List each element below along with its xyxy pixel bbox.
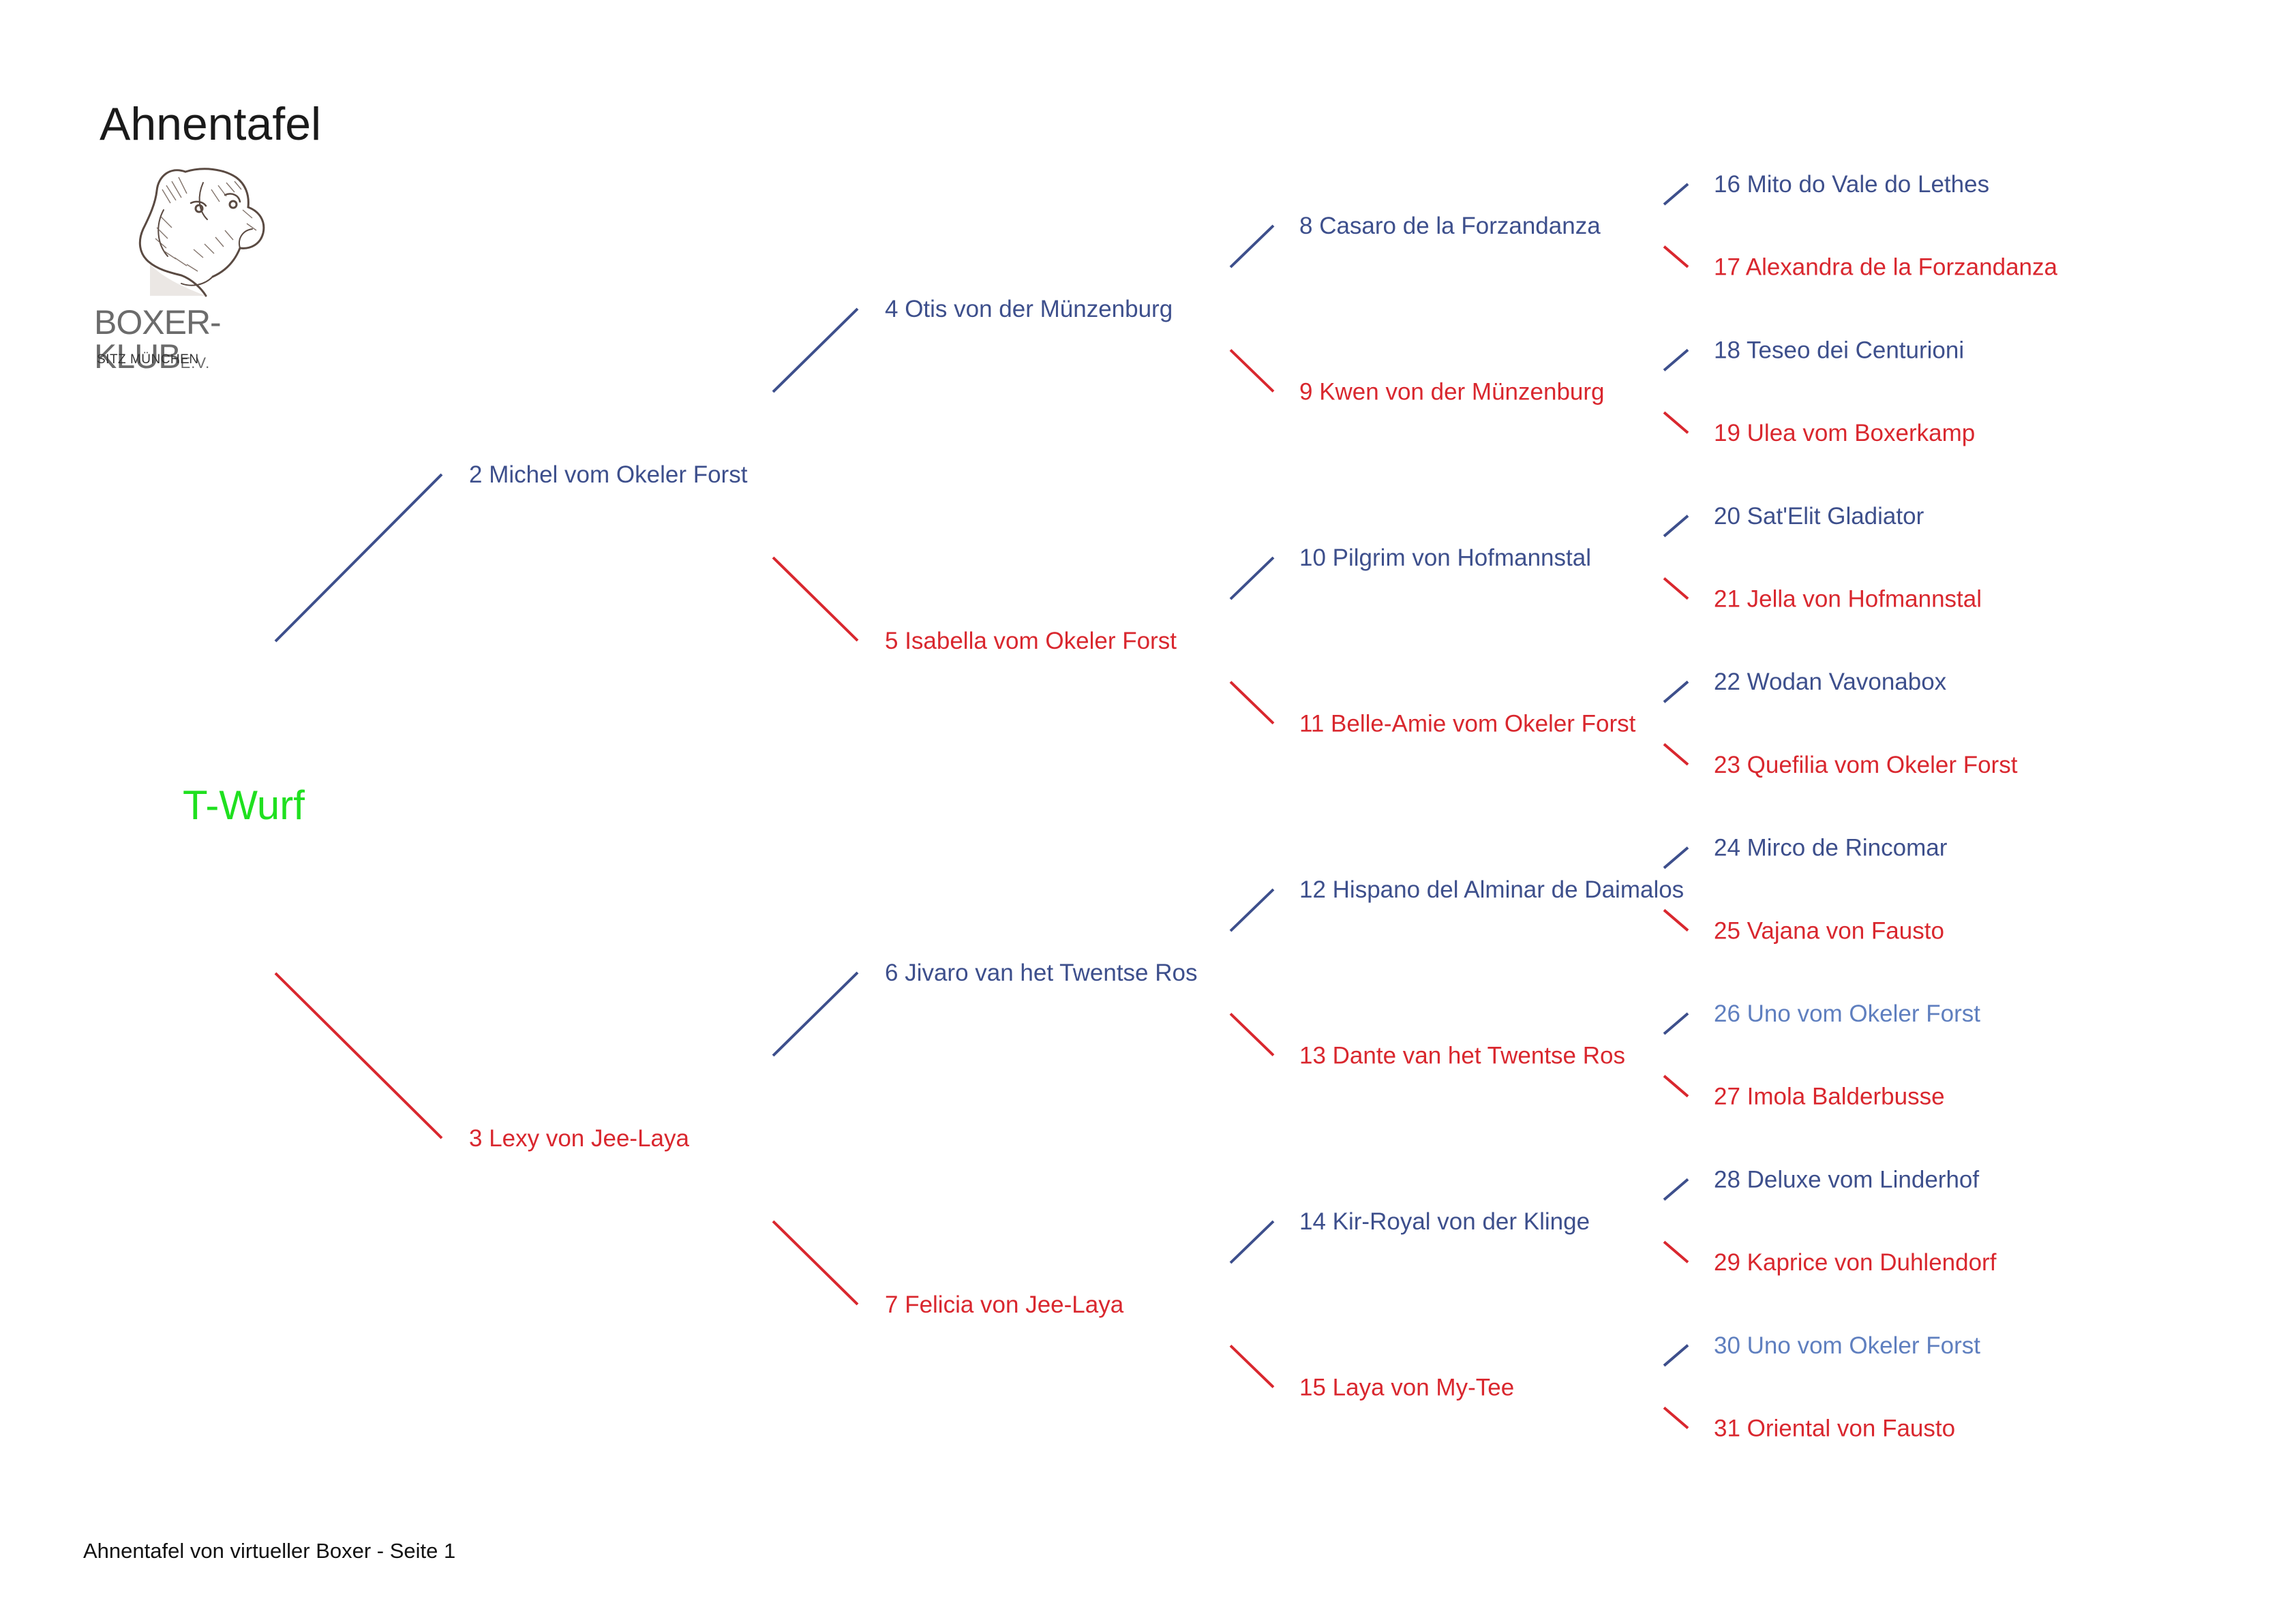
connector-line (1663, 1075, 1689, 1098)
footer-text: Ahnentafel von virtueller Boxer - Seite … (83, 1539, 456, 1563)
ancestor-label: 5 Isabella vom Okeler Forst (885, 628, 1177, 654)
connector-line (1663, 743, 1689, 766)
connector-line (772, 971, 859, 1057)
ancestor-label: 22 Wodan Vavonabox (1714, 669, 1947, 695)
ancestor-label: 24 Mirco de Rincomar (1714, 835, 1948, 861)
ancestor-label: 7 Felicia von Jee-Laya (885, 1291, 1124, 1318)
connector-line (1663, 577, 1689, 600)
ancestor-label: 23 Quefilia vom Okeler Forst (1714, 752, 2018, 778)
connector-line (1663, 245, 1689, 269)
litter-label: T-Wurf (183, 782, 305, 828)
connector-line (1229, 1220, 1275, 1264)
connector-line (1663, 1012, 1689, 1035)
ancestor-label: 16 Mito do Vale do Lethes (1714, 171, 1989, 198)
ancestor-label: 8 Casaro de la Forzandanza (1299, 213, 1601, 239)
connector-line (1229, 349, 1275, 393)
ancestor-label: 21 Jella von Hofmannstal (1714, 586, 1982, 613)
connector-line (1663, 680, 1689, 703)
ancestor-label: 31 Oriental von Fausto (1714, 1416, 1955, 1442)
ancestor-label: 4 Otis von der Münzenburg (885, 296, 1173, 322)
ancestor-label: 2 Michel vom Okeler Forst (469, 461, 748, 488)
connector-line (1663, 1344, 1689, 1367)
connector-line (274, 473, 443, 643)
connector-line (1229, 224, 1275, 269)
club-logo: BOXER-KLUBE.V. SITZ MÜNCHEN (94, 162, 326, 373)
connector-line (772, 556, 859, 642)
logo-subtitle: SITZ MÜNCHEN (97, 352, 199, 367)
logo-suffix: E.V. (180, 354, 211, 371)
connector-line (1663, 1240, 1689, 1264)
ancestor-label: 29 Kaprice von Duhlendorf (1714, 1249, 1997, 1276)
ancestor-label: 3 Lexy von Jee-Laya (469, 1125, 690, 1152)
connector-line (274, 972, 443, 1139)
ancestor-label: 11 Belle-Amie vom Okeler Forst (1299, 711, 1636, 737)
page-title: Ahnentafel (100, 98, 322, 150)
ancestor-label: 17 Alexandra de la Forzandanza (1714, 254, 2057, 281)
ancestor-label: 12 Hispano del Alminar de Daimalos (1299, 876, 1684, 903)
ancestor-label: 14 Kir-Royal von der Klinge (1299, 1208, 1590, 1235)
ancestor-label: 13 Dante van het Twentse Ros (1299, 1043, 1625, 1069)
connector-line (1663, 515, 1689, 538)
connector-line (1229, 681, 1275, 724)
ancestor-label: 20 Sat'Elit Gladiator (1714, 503, 1924, 530)
ancestor-label: 9 Kwen von der Münzenburg (1299, 379, 1605, 406)
logo-wordmark: BOXER-KLUBE.V. (94, 305, 326, 373)
connector-line (1229, 1013, 1275, 1056)
connector-line (772, 307, 859, 393)
ancestor-label: 10 Pilgrim von Hofmannstal (1299, 545, 1591, 571)
connector-line (1229, 1345, 1275, 1388)
ancestor-label: 26 Uno vom Okeler Forst (1714, 1000, 1980, 1027)
connector-line (1663, 1178, 1689, 1201)
boxer-dog-icon (138, 168, 265, 297)
connector-line (1663, 183, 1689, 206)
ancestor-label: 25 Vajana von Fausto (1714, 917, 1944, 944)
ancestor-label: 28 Deluxe vom Linderhof (1714, 1166, 1979, 1193)
ancestor-label: 30 Uno vom Okeler Forst (1714, 1332, 1980, 1359)
connector-line (1663, 411, 1689, 434)
ancestor-label: 18 Teseo dei Centurioni (1714, 337, 1964, 363)
ancestor-label: 27 Imola Balderbusse (1714, 1084, 1945, 1110)
connector-line (1663, 348, 1689, 371)
ancestor-label: 19 Ulea vom Boxerkamp (1714, 420, 1975, 446)
connector-line (1229, 888, 1275, 932)
ancestor-label: 15 Laya von My-Tee (1299, 1375, 1514, 1401)
connector-line (1229, 556, 1275, 600)
connector-line (1663, 908, 1689, 932)
ancestor-label: 6 Jivaro van het Twentse Ros (885, 960, 1198, 986)
connector-line (772, 1220, 859, 1306)
logo-name: BOXER-KLUB (94, 303, 222, 376)
connector-line (1663, 846, 1689, 870)
connector-line (1663, 1406, 1689, 1430)
